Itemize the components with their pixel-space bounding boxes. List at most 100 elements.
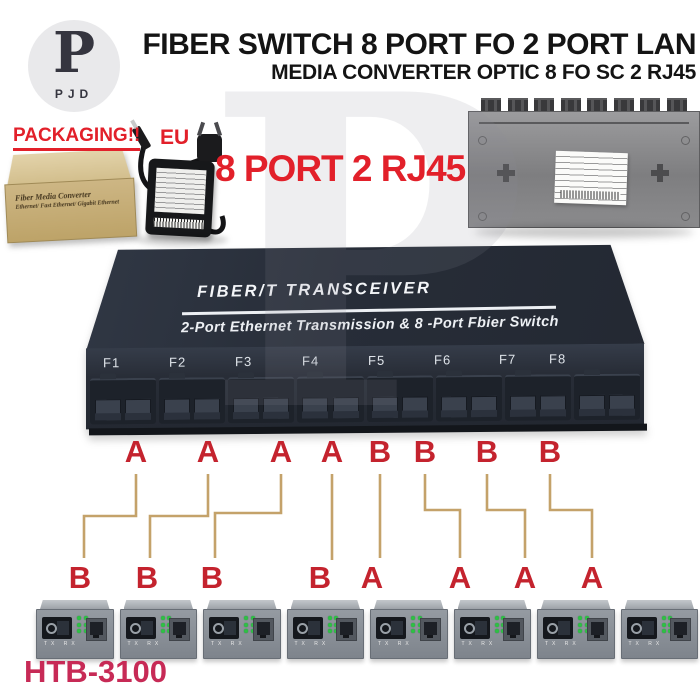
media-converter: TX RX bbox=[203, 600, 281, 664]
sc-duplex-port bbox=[90, 377, 157, 425]
rear-shadow bbox=[474, 226, 694, 238]
media-converter: TX RX bbox=[370, 600, 448, 664]
sc-duplex-port bbox=[504, 374, 571, 421]
header: FIBER SWITCH 8 PORT FO 2 PORT LAN MEDIA … bbox=[128, 28, 696, 85]
sc-connector bbox=[587, 98, 608, 115]
bottom-letter-4: B bbox=[308, 560, 332, 595]
sc-port bbox=[209, 617, 239, 639]
media-converter: TX RX bbox=[36, 600, 114, 664]
bottom-letter-2: B bbox=[135, 560, 159, 595]
bottom-letter-3: B bbox=[200, 560, 224, 595]
media-converter-row: TX RX TX RX TX RX bbox=[36, 600, 698, 664]
eu-plug-label: EU bbox=[160, 126, 190, 149]
psu-body bbox=[145, 158, 215, 238]
media-converter: TX RX bbox=[537, 600, 615, 664]
switch-tagline: 2-Port Ethernet Transmission & 8 -Port F… bbox=[180, 313, 559, 337]
mount-hole bbox=[497, 164, 515, 182]
top-letter-1: A bbox=[124, 434, 148, 469]
sc-port bbox=[626, 617, 657, 639]
top-letter-8: B bbox=[538, 434, 562, 469]
top-letter-3: A bbox=[269, 434, 293, 469]
sc-duplex-port bbox=[366, 375, 433, 422]
port-count-slogan: 8 PORT 2 RJ45 bbox=[215, 148, 466, 189]
eu-wall-plug bbox=[197, 134, 222, 162]
power-adapter-photo bbox=[130, 110, 234, 246]
sc-duplex-port bbox=[573, 373, 640, 421]
sc-connector bbox=[534, 98, 555, 115]
bottom-letter-8: A bbox=[580, 560, 604, 595]
sc-connector bbox=[560, 98, 581, 115]
sc-connector bbox=[613, 98, 634, 115]
rj45-port bbox=[503, 618, 524, 641]
screw bbox=[478, 136, 487, 145]
rear-sc-connectors bbox=[481, 98, 687, 115]
txrx-label: TX RX bbox=[44, 641, 79, 647]
sc-port bbox=[376, 617, 406, 639]
top-letter-5: B bbox=[368, 434, 392, 469]
bottom-letter-5: A bbox=[360, 560, 384, 595]
converter-model-label: HTB-3100 bbox=[24, 654, 167, 689]
rj45-port bbox=[169, 618, 190, 641]
rj45-port bbox=[336, 618, 357, 641]
switch-name: FIBER/T TRANSCEIVER bbox=[196, 278, 432, 302]
pairing-wires bbox=[82, 474, 594, 560]
packaging-label: PACKAGING!! bbox=[13, 125, 141, 151]
port-label-f6: F6 bbox=[434, 352, 452, 368]
sc-connector bbox=[507, 98, 528, 115]
media-converter: TX RX bbox=[453, 600, 531, 664]
rj45-port bbox=[586, 618, 608, 641]
bottom-letter-6: A bbox=[448, 560, 472, 595]
sc-port bbox=[42, 617, 72, 639]
port-label-f7: F7 bbox=[499, 351, 517, 367]
media-converter: TX RX bbox=[119, 600, 197, 664]
mount-hole bbox=[651, 164, 669, 182]
page-title: FIBER SWITCH 8 PORT FO 2 PORT LAN bbox=[142, 28, 696, 61]
sc-connector bbox=[640, 98, 661, 115]
media-converter: TX RX bbox=[286, 600, 364, 664]
top-letter-4: A bbox=[320, 434, 344, 469]
txrx-label: TX RX bbox=[127, 641, 163, 647]
rj45-port bbox=[670, 618, 691, 641]
psu-barcode bbox=[153, 217, 204, 230]
txrx-label: TX RX bbox=[461, 641, 497, 647]
media-converter: TX RX bbox=[620, 600, 698, 664]
rj45-port bbox=[85, 618, 107, 641]
rear-view-photo bbox=[468, 98, 700, 240]
brand-logo: P PJD bbox=[28, 20, 120, 112]
txrx-label: TX RX bbox=[294, 641, 330, 647]
box-front: Fiber Media Converter Ethernet/ Fast Eth… bbox=[4, 177, 138, 244]
bottom-letter-1: B bbox=[68, 560, 92, 595]
port-label-f1: F1 bbox=[103, 355, 121, 371]
page-subtitle: MEDIA CONVERTER OPTIC 8 FO SC 2 RJ45 bbox=[271, 60, 696, 84]
rj45-port bbox=[419, 618, 441, 641]
sc-port bbox=[292, 617, 323, 639]
switch-rule-line bbox=[182, 305, 556, 315]
port-label-f3: F3 bbox=[235, 353, 253, 370]
port-label-f2: F2 bbox=[169, 354, 187, 370]
port-label-f4: F4 bbox=[302, 353, 320, 369]
sc-port bbox=[543, 617, 573, 639]
bottom-letter-7: A bbox=[513, 560, 537, 595]
rear-spec-label bbox=[554, 150, 628, 206]
sc-port bbox=[125, 617, 156, 639]
screw bbox=[681, 136, 690, 145]
txrx-label: TX RX bbox=[211, 641, 246, 647]
top-letter-6: B bbox=[413, 434, 437, 469]
fiber-switch-photo: FIBER/T TRANSCEIVER 2-Port Ethernet Tran… bbox=[70, 238, 655, 436]
logo-monogram: P bbox=[52, 20, 96, 86]
txrx-label: TX RX bbox=[378, 641, 413, 647]
rj45-port bbox=[252, 618, 274, 641]
txrx-label: TX RX bbox=[545, 641, 580, 647]
logo-brand-text: PJD bbox=[54, 87, 94, 101]
screw bbox=[681, 212, 690, 221]
psu-spec-label bbox=[154, 167, 207, 215]
ab-pairing-diagram: A A A A B B B B B B B B A A A A bbox=[0, 430, 700, 610]
sc-duplex-port bbox=[435, 374, 502, 422]
port-label-f8: F8 bbox=[549, 351, 567, 367]
sc-port-row bbox=[90, 373, 640, 425]
port-label-f5: F5 bbox=[368, 352, 386, 368]
sc-port bbox=[459, 617, 490, 639]
sc-duplex-port bbox=[228, 376, 295, 424]
top-letter-7: B bbox=[475, 434, 499, 469]
